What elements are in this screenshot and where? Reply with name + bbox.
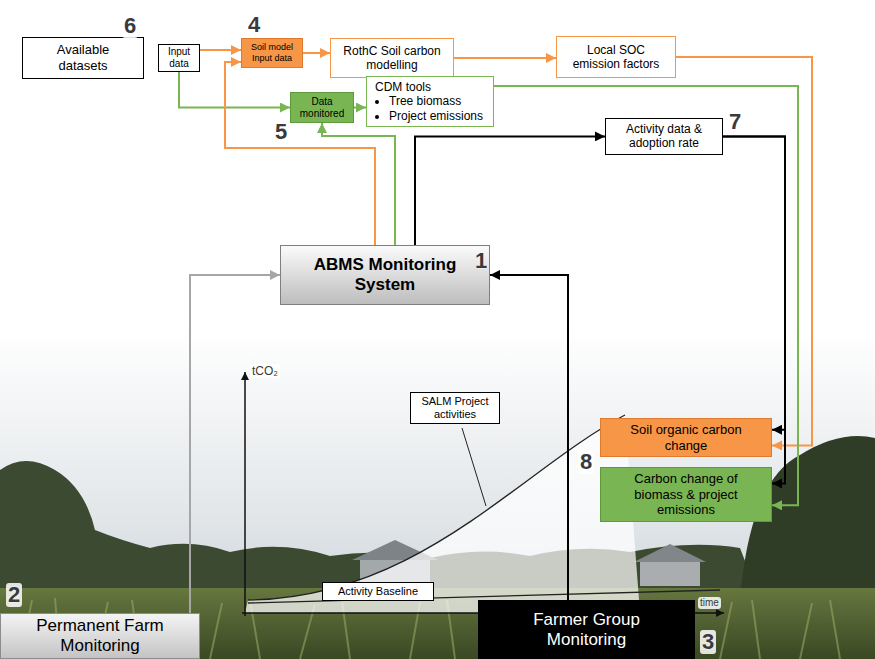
chart-callout-box: SALM Project activities: [410, 392, 500, 424]
monitored-data-box: Data monitored: [290, 92, 354, 123]
flow-arrow: [415, 136, 605, 245]
flow-arrow: [179, 72, 290, 108]
flow-arrow: [303, 52, 330, 54]
monitoring-box: Permanent Farm Monitoring: [0, 613, 200, 659]
model-box: RothC Soil carbon modelling: [330, 38, 454, 78]
axis-label: time: [698, 597, 721, 609]
box-label: Soil model Input data: [245, 42, 299, 64]
callout-number: 8: [578, 450, 594, 474]
flow-arrow: [190, 275, 280, 613]
bullet-item: Project emissions: [389, 109, 485, 123]
house: [640, 560, 700, 586]
result-box: Soil organic carbon change: [600, 418, 772, 457]
flow-arrow: [225, 62, 375, 245]
box-label: Permanent Farm Monitoring: [11, 616, 189, 655]
result-box: Carbon change of biomass & project emiss…: [600, 467, 772, 522]
callout-number: 5: [273, 120, 289, 144]
flow-arrow: [490, 275, 568, 600]
box-label: SALM Project activities: [416, 395, 494, 421]
model-input-box: Soil model Input data: [241, 38, 303, 68]
project-area: [245, 415, 640, 613]
box-label: Soil organic carbon change: [609, 422, 763, 453]
activity-box: Activity data & adoption rate: [605, 118, 723, 155]
flow-arrow: [200, 49, 241, 51]
callout-number: 4: [246, 13, 262, 37]
callout-number: 6: [122, 14, 138, 38]
flow-arrow: [454, 57, 556, 59]
box-heading: CDM tools: [375, 80, 485, 94]
box-label: Activity Baseline: [328, 585, 428, 598]
dataset-box: Available datasets: [22, 37, 144, 79]
flow-arrow: [322, 123, 395, 245]
chart-callout-box: Activity Baseline: [322, 582, 434, 601]
y-axis: [244, 372, 246, 616]
callout-number: 7: [727, 110, 743, 134]
callout-number: 1: [473, 249, 489, 273]
flow-arrow: [494, 86, 798, 505]
box-label: Farmer Group Monitoring: [509, 610, 664, 649]
input-box: Input data: [158, 44, 200, 72]
monitoring-box: Farmer Group Monitoring: [478, 600, 695, 659]
box-label: ABMS Monitoring System: [293, 255, 477, 296]
leader-line: [462, 428, 486, 506]
box-label: Available datasets: [37, 42, 129, 73]
axis-label: tCO₂: [250, 364, 280, 378]
sky: [0, 330, 875, 659]
bullet-list: Tree biomassProject emissions: [375, 94, 485, 123]
box-label: Activity data & adoption rate: [614, 122, 714, 151]
tools-box: CDM toolsTree biomassProject emissions: [366, 76, 494, 127]
flow-arrow: [723, 136, 785, 429]
output-box: Local SOC emission factors: [556, 36, 676, 78]
system-box: ABMS Monitoring System: [280, 245, 490, 305]
box-label: Local SOC emission factors: [565, 43, 667, 72]
house-roof: [634, 544, 706, 562]
box-label: Data monitored: [294, 96, 350, 120]
flow-arrow: [354, 107, 366, 109]
box-label: Carbon change of biomass & project emiss…: [609, 471, 763, 518]
box-label: RothC Soil carbon modelling: [339, 44, 445, 73]
callout-number: 2: [6, 583, 22, 607]
callout-number: 3: [700, 630, 716, 654]
flow-arrow: [676, 57, 812, 445]
box-label: Input data: [161, 46, 197, 70]
bullet-item: Tree biomass: [389, 94, 485, 108]
